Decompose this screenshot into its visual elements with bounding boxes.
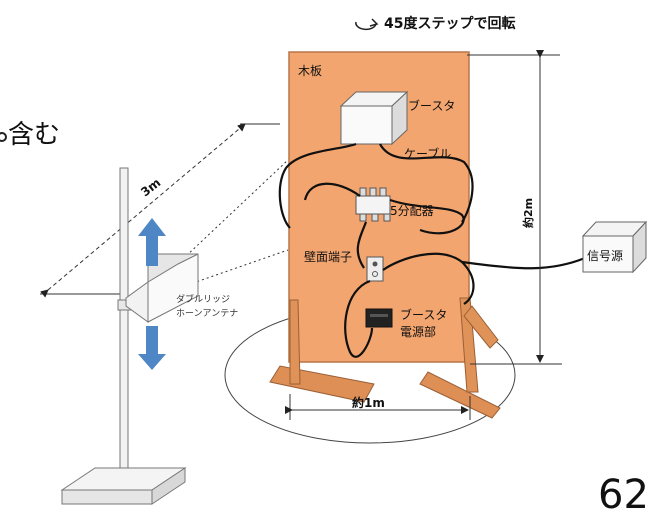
booster-power-label-1: ブースタ: [400, 307, 447, 322]
booster-power-unit: [365, 308, 393, 328]
rotation-label: 45度ステップで回転: [384, 15, 515, 32]
booster-label: ブースタ: [408, 98, 455, 113]
distance-label: 3m: [138, 175, 163, 199]
height-dimension: [467, 50, 562, 365]
antenna-label-2: ホーンアンテナ: [176, 308, 238, 319]
signal-source-box: [581, 220, 648, 274]
board-stand: [269, 297, 501, 419]
board-label: 木板: [298, 64, 322, 78]
wall-terminal-label: 壁面端子: [304, 249, 352, 264]
width-dimension: [285, 394, 471, 420]
cables: [278, 142, 586, 358]
height-label: 約2m: [521, 198, 535, 228]
width-label: 約1m: [352, 395, 385, 410]
antenna-label-1: ダブルリッジ: [176, 293, 230, 305]
splitter-icon: [355, 187, 391, 222]
page-number: 62: [598, 472, 649, 514]
booster-power-label-2: 電源部: [400, 324, 436, 339]
wall-terminal-icon: [366, 256, 384, 282]
antenna-mast: [60, 167, 187, 505]
cable-label: ケーブル: [404, 146, 451, 161]
booster-box: [339, 90, 409, 146]
horn-antenna: [117, 253, 199, 323]
rotation-icon: [355, 18, 379, 31]
title-fragment: 含む: [8, 120, 60, 150]
bullet-fragment: [0, 132, 7, 142]
arrow-up-icon: [138, 218, 166, 266]
signal-source-label: 信号源: [587, 249, 623, 263]
arrow-down-icon: [138, 326, 166, 370]
